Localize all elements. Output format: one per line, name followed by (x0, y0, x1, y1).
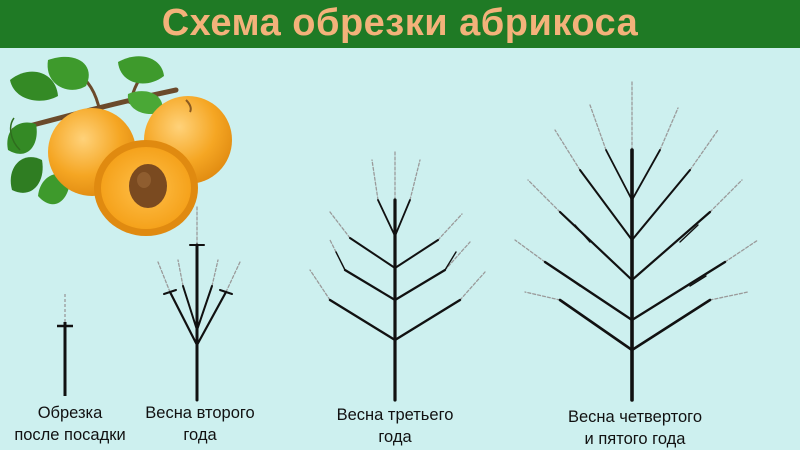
caption-line-2: после посадки (14, 426, 126, 444)
leaf-icon (47, 56, 89, 90)
apricot-branch-icon (7, 56, 232, 236)
leaf-icon (127, 91, 163, 114)
caption-line-1: Обрезка (37, 404, 103, 422)
leaf-icon (10, 157, 43, 193)
caption-line-1: Весна третьего (336, 406, 454, 424)
leaf-icon (118, 56, 164, 84)
tree-stage-2 (157, 205, 241, 402)
caption-line-1: Весна четвертого (567, 408, 703, 426)
leaf-vein (9, 117, 21, 151)
apricot-stem (185, 99, 192, 113)
tree-trunk-and-branches (168, 243, 228, 402)
pit-highlight (137, 172, 151, 188)
caption-line-2: года (378, 428, 412, 446)
page-title: Схема обрезки абрикоса (161, 2, 639, 44)
stage-caption-1: Обрезка после посадки (0, 402, 140, 446)
leaf-icon (7, 122, 37, 154)
tree-stage-1 (57, 292, 73, 396)
tree-trunk-and-branches (328, 198, 462, 402)
tree-stage-4 (514, 79, 759, 402)
stage-caption-4: Весна четвертого и пятого года (545, 406, 725, 450)
pruned-branches (309, 149, 486, 301)
tree-trunk-and-branches (543, 148, 727, 402)
pruned-branches (157, 205, 241, 293)
stage-caption-3: Весна третьего года (315, 404, 475, 448)
pruning-cut-marks (163, 244, 233, 295)
caption-line-1: Весна второго (145, 404, 255, 422)
title-banner: Схема обрезки абрикоса (0, 0, 800, 48)
caption-line-2: года (183, 426, 217, 444)
pruned-branches (514, 79, 759, 301)
caption-line-2: и пятого года (584, 430, 686, 448)
stage-caption-2: Весна второго года (130, 402, 270, 446)
tree-stage-3 (309, 149, 486, 402)
leaf-icon (10, 71, 58, 101)
